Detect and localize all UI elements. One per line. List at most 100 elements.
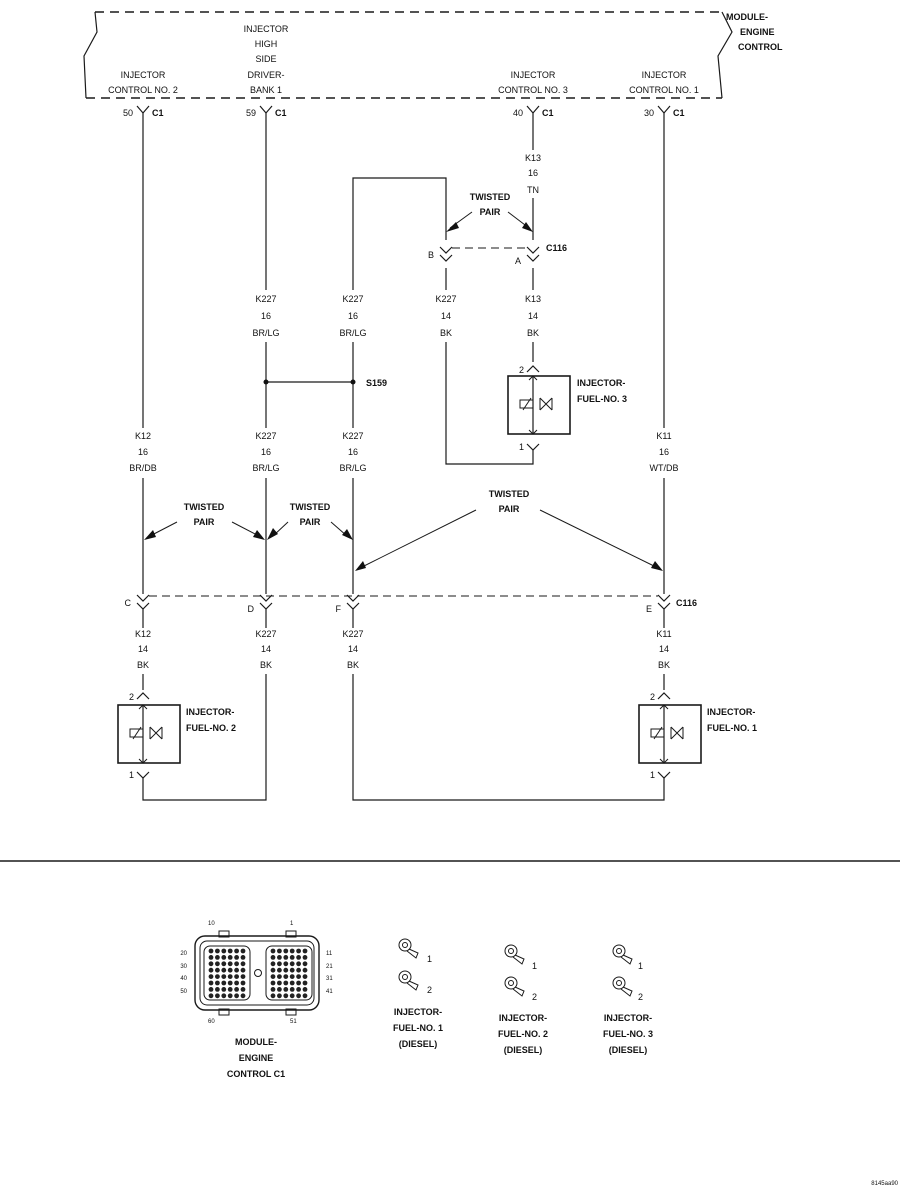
connector-cavity [277, 974, 282, 979]
k13-lower-gauge: 14 [528, 311, 538, 321]
connector-cavity [289, 980, 295, 986]
wire-label-k13-lower: K13 14 BK [525, 294, 541, 338]
connector-cavity [215, 955, 220, 960]
connector-cavity [240, 974, 246, 979]
connector-cavity [221, 948, 227, 954]
k227-c-color: BK [440, 328, 452, 338]
connector-cavity [283, 967, 289, 973]
ecm-view-label-line-2: ENGINE [239, 1053, 274, 1063]
wire-label-k11-lower: K11 14 BK [656, 629, 671, 670]
injector-1-connector-view: 1 2 INJECTOR- FUEL-NO. 1 (DIESEL) [393, 938, 443, 1049]
injector-2-pin-1: 1 [129, 770, 134, 780]
terminal-icon [398, 970, 419, 991]
k227-f-color: BK [260, 660, 272, 670]
connector-cavity [270, 961, 276, 967]
twisted-pair-middle: TWISTED PAIR [267, 502, 353, 540]
connector-cavity [240, 980, 246, 986]
pin-label-hsd-line-4: DRIVER- [247, 70, 284, 80]
connector-cavity [296, 967, 301, 973]
connector-cavity [296, 948, 301, 954]
k11-upper-circuit: K11 [656, 431, 671, 441]
upper-wires: S159 [142, 113, 665, 594]
k12-lower-gauge: 14 [138, 644, 148, 654]
lower-wires [142, 609, 665, 801]
ecm-number-bottom-right: 51 [290, 1019, 297, 1025]
ecm-number-top-left: 10 [208, 921, 215, 927]
connector-cavity [277, 948, 282, 954]
connector-cavity [215, 948, 220, 954]
ecm-number-bottom-left: 60 [208, 1019, 215, 1025]
c116-pin-e: E [646, 604, 652, 614]
ecm-number-right-4: 41 [326, 989, 333, 995]
connector-cavity [234, 980, 240, 986]
connector-cavity [277, 980, 282, 986]
connector-cavity [277, 961, 282, 967]
connector-cavity [289, 987, 295, 992]
injector-fuel-1: 2 1 INJECTOR- FUEL-NO. 1 [638, 692, 757, 780]
injector-1-view-label-line-3: (DIESEL) [399, 1039, 438, 1049]
k227-g-color: BK [347, 660, 359, 670]
c116-lower-label: C116 [676, 598, 697, 608]
connector-cavity [208, 967, 214, 973]
pin-connector-c1-a: C1 [152, 108, 164, 118]
connector-cavity [208, 980, 214, 986]
k12-lower-color: BK [137, 660, 149, 670]
connector-cavity [296, 993, 301, 999]
connector-cavity [227, 987, 233, 992]
wire-label-k227-a: K227 16 BR/LG [252, 294, 279, 338]
injector-3-pin-2: 2 [519, 365, 524, 375]
connector-cavity [283, 974, 289, 979]
ecm-pin-grid-left [208, 948, 246, 999]
c116-pin-a: A [515, 256, 521, 266]
module-engine-control-box: MODULE- ENGINE CONTROL INJECTOR CONTROL … [83, 11, 783, 99]
connector-cavity [221, 993, 227, 999]
terminal-icon [504, 976, 525, 997]
pin-connector-c1-d: C1 [673, 108, 685, 118]
connector-cavity [277, 993, 282, 999]
twisted-pair-left-line-1: TWISTED [184, 502, 225, 512]
k227-e-circuit: K227 [342, 431, 363, 441]
connector-cavity [270, 987, 276, 992]
k227-d-color: BR/LG [252, 463, 279, 473]
ecm-number-right-1: 11 [326, 951, 333, 957]
injector-3-view-pin-2: 2 [638, 992, 643, 1002]
injector-fuel-2: 2 1 INJECTOR- FUEL-NO. 2 [117, 692, 236, 780]
connector-cavity [296, 980, 301, 986]
connector-cavity [215, 987, 220, 992]
twisted-pair-upper-line-2: PAIR [480, 207, 501, 217]
injector-3-view-label-line-2: FUEL-NO. 3 [603, 1029, 653, 1039]
injector-3-view-pin-1: 1 [638, 961, 643, 971]
connector-cavity [283, 980, 289, 986]
c116-pin-f: F [336, 604, 342, 614]
connector-cavity [227, 948, 233, 954]
c116-pin-b: B [428, 250, 434, 260]
connector-cavity [270, 974, 276, 979]
connector-cavity [215, 967, 220, 973]
c116-upper-label: C116 [546, 243, 567, 253]
connector-cavity [208, 955, 214, 960]
ecm-number-left-3: 40 [180, 976, 187, 982]
module-name-line-2: ENGINE [740, 27, 775, 37]
ecm-number-right-2: 21 [326, 964, 333, 970]
k227-b-gauge: 16 [348, 311, 358, 321]
connector-cavity [215, 980, 220, 986]
connector-cavity [302, 961, 308, 967]
injector-1-pin-2: 2 [650, 692, 655, 702]
twisted-pair-right-line-1: TWISTED [489, 489, 530, 499]
k227-b-circuit: K227 [342, 294, 363, 304]
connector-cavity [296, 955, 301, 960]
k13-lower-color: BK [527, 328, 539, 338]
injector-1-view-label-line-2: FUEL-NO. 1 [393, 1023, 443, 1033]
twisted-pair-right-line-2: PAIR [499, 504, 520, 514]
connector-cavity [302, 993, 308, 999]
connector-cavity [302, 967, 308, 973]
c116-lower-connector: C D F E C116 [125, 594, 697, 614]
connector-cavity [221, 955, 227, 960]
ecm-number-left-1: 20 [180, 951, 187, 957]
connector-cavity [296, 974, 301, 979]
connector-cavity [227, 961, 233, 967]
connector-cavity [240, 987, 246, 992]
connector-cavity [221, 987, 227, 992]
ecm-number-left-2: 30 [180, 964, 187, 970]
connector-cavity [234, 993, 240, 999]
